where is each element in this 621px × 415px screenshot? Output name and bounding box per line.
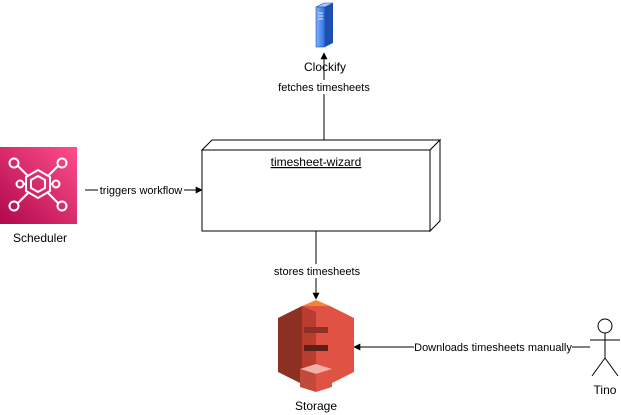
s3-bucket-icon — [278, 300, 354, 392]
edge-downloads-manually: Downloads timesheets manually — [353, 340, 590, 354]
tino-label: Tino — [594, 383, 617, 397]
edge-fetches-timesheets: fetches timesheets — [278, 52, 370, 140]
timesheet-wizard-node[interactable]: timesheet-wizard — [200, 138, 442, 233]
edge-label-stores: stores timesheets — [274, 266, 361, 278]
timesheet-wizard-label: timesheet-wizard — [271, 155, 362, 169]
tino-node[interactable]: Tino — [590, 318, 620, 397]
storage-node[interactable]: Storage — [278, 300, 354, 413]
scheduler-label: Scheduler — [13, 231, 67, 245]
clockify-label: Clockify — [304, 60, 346, 74]
clockify-node[interactable]: Clockify — [304, 2, 346, 74]
edge-label-fetches: fetches timesheets — [278, 82, 370, 94]
eventbridge-scheduler-icon — [0, 147, 77, 224]
server-icon — [315, 2, 334, 48]
edge-label-downloads: Downloads timesheets manually — [414, 342, 572, 354]
edge-label-triggers: triggers workflow — [100, 185, 183, 197]
edge-triggers-workflow: triggers workflow — [85, 183, 203, 197]
scheduler-node[interactable]: Scheduler — [0, 147, 77, 245]
stick-figure-actor-icon — [590, 318, 620, 377]
storage-label: Storage — [295, 399, 337, 413]
edge-stores-timesheets: stores timesheets — [273, 231, 361, 300]
